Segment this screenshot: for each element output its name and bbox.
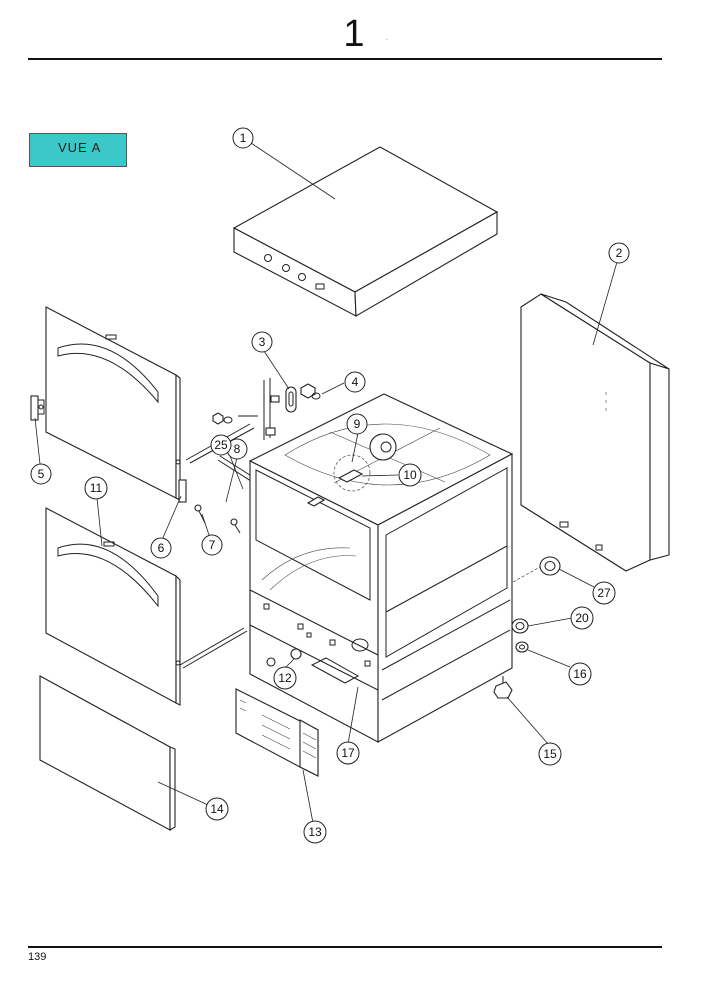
callout-4: 4 bbox=[344, 371, 366, 393]
dashed-leader bbox=[512, 566, 541, 583]
part-fittings bbox=[493, 556, 561, 699]
svg-text:4: 4 bbox=[352, 375, 359, 389]
svg-text:2: 2 bbox=[616, 246, 623, 260]
callout-7: 7 bbox=[201, 534, 223, 556]
svg-text:27: 27 bbox=[597, 586, 611, 600]
svg-text:9: 9 bbox=[354, 417, 361, 431]
part-hardware-upper bbox=[212, 378, 321, 440]
part-top-cover bbox=[232, 146, 499, 317]
callout-15: 15 bbox=[538, 742, 562, 766]
callout-13: 13 bbox=[303, 820, 327, 844]
svg-text:14: 14 bbox=[210, 802, 224, 816]
part-lower-door bbox=[45, 507, 181, 706]
callout-5: 5 bbox=[30, 463, 52, 485]
svg-text:16: 16 bbox=[573, 667, 587, 681]
callout-27: 27 bbox=[592, 581, 616, 605]
svg-text:20: 20 bbox=[575, 611, 589, 625]
svg-text:17: 17 bbox=[341, 746, 355, 760]
page-title: 1 bbox=[343, 13, 365, 55]
svg-text:7: 7 bbox=[209, 538, 216, 552]
callout-6: 6 bbox=[150, 537, 172, 559]
callout-3: 3 bbox=[251, 331, 273, 353]
title-mark: . bbox=[386, 36, 388, 42]
svg-text:15: 15 bbox=[543, 747, 557, 761]
svg-text:25: 25 bbox=[214, 438, 228, 452]
callout-1: 1 bbox=[232, 127, 254, 149]
svg-text:1: 1 bbox=[240, 131, 247, 145]
part-screws bbox=[194, 504, 241, 534]
part-electronics-board bbox=[235, 688, 319, 777]
callout-10: 10 bbox=[398, 463, 422, 487]
callout-11: 11 bbox=[84, 476, 108, 500]
svg-text:13: 13 bbox=[308, 825, 322, 839]
part-upper-door bbox=[45, 306, 181, 501]
svg-text:5: 5 bbox=[38, 467, 45, 481]
svg-text:10: 10 bbox=[403, 468, 417, 482]
svg-text:12: 12 bbox=[278, 671, 292, 685]
callout-25: 25 bbox=[210, 434, 232, 456]
callout-9: 9 bbox=[346, 413, 368, 435]
leader-lines bbox=[34, 142, 618, 824]
callout-17: 17 bbox=[336, 741, 360, 765]
part-hinge-bracket-center bbox=[178, 479, 187, 503]
callout-16: 16 bbox=[568, 662, 592, 686]
detail-circle bbox=[333, 454, 371, 492]
header-rule bbox=[28, 58, 662, 60]
part-side-panel bbox=[520, 293, 670, 572]
footer-rule bbox=[28, 946, 662, 948]
callout-14: 14 bbox=[205, 797, 229, 821]
svg-text:6: 6 bbox=[158, 541, 165, 555]
part-hinge-bracket-left bbox=[30, 395, 45, 421]
callout-20: 20 bbox=[570, 606, 594, 630]
page-number: 139 bbox=[28, 951, 47, 963]
part-machine-body bbox=[248, 393, 514, 743]
part-kick-panel bbox=[39, 675, 176, 831]
callout-12: 12 bbox=[273, 666, 297, 690]
svg-text:8: 8 bbox=[234, 442, 241, 456]
svg-text:11: 11 bbox=[90, 481, 103, 495]
view-label: VUE A bbox=[29, 133, 127, 167]
callout-2: 2 bbox=[608, 242, 630, 264]
svg-text:3: 3 bbox=[259, 335, 266, 349]
